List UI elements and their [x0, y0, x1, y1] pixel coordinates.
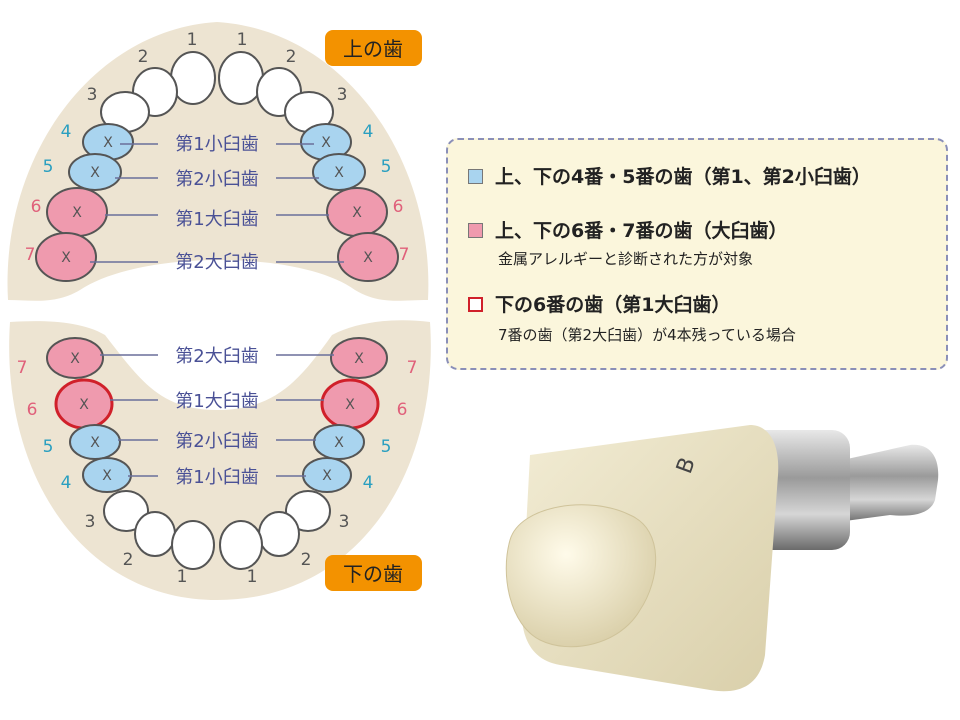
- tooth-number: 7: [25, 245, 36, 265]
- legend-note: 7番の歯（第2大臼歯）が4本残っている場合: [498, 326, 796, 344]
- tooth-number: 5: [43, 437, 54, 457]
- cusp-mark: X: [334, 435, 344, 451]
- tooth-number: 2: [123, 550, 134, 570]
- pink-square-icon: [468, 223, 483, 238]
- upper-tooth-5-left: [312, 153, 366, 191]
- upper-label-2nd-molar: 第2大臼歯: [175, 252, 258, 273]
- tooth-number: 3: [339, 512, 350, 532]
- cusp-mark: X: [345, 397, 355, 413]
- cusp-mark: X: [321, 135, 331, 151]
- tooth-number: 6: [27, 400, 38, 420]
- lower-label-1st-premolar: 第1小臼歯: [175, 467, 258, 488]
- cusp-mark: X: [334, 165, 344, 181]
- tooth-number: 6: [397, 400, 408, 420]
- cusp-mark: X: [90, 435, 100, 451]
- upper-label-2nd-premolar: 第2小臼歯: [175, 169, 258, 190]
- lower-tooth-1-left: [219, 520, 263, 570]
- tooth-number: 6: [31, 197, 42, 217]
- legend-title: 上、下の4番・5番の歯（第1、第2小臼歯）: [495, 166, 871, 188]
- upper-tooth-7-right: [35, 232, 97, 282]
- upper-tooth-5-right: [68, 153, 122, 191]
- blue-square-icon: [468, 169, 483, 184]
- tooth-number: 3: [85, 512, 96, 532]
- cusp-mark: X: [70, 351, 80, 367]
- tooth-number: 2: [301, 550, 312, 570]
- tooth-number: 4: [363, 473, 374, 493]
- cusp-mark: X: [354, 351, 364, 367]
- tooth-number: 3: [337, 85, 348, 105]
- cusp-mark: X: [352, 205, 362, 221]
- tooth-number: 1: [237, 30, 248, 50]
- tooth-number: 3: [87, 85, 98, 105]
- upper-badge: [325, 30, 422, 66]
- cusp-mark: X: [72, 205, 82, 221]
- lower-label-2nd-molar: 第2大臼歯: [175, 346, 258, 367]
- lower-teeth: X X X X X X X X: [46, 337, 388, 570]
- legend-item-lower-first-molar: 下の6番の歯（第1大臼歯）: [468, 290, 730, 317]
- legend-item-premolar: 上、下の4番・5番の歯（第1、第2小臼歯）: [468, 162, 871, 189]
- tooth-number: 1: [187, 30, 198, 50]
- upper-label-1st-premolar: 第1小臼歯: [175, 134, 258, 155]
- lower-tooth-5-left: [313, 424, 365, 460]
- tooth-number: 1: [247, 567, 258, 587]
- cusp-mark: X: [90, 165, 100, 181]
- lower-tooth-4-right: [82, 457, 132, 493]
- tooth-number: 7: [407, 358, 418, 378]
- cusp-mark: X: [103, 135, 113, 151]
- lower-tooth-5-right: [69, 424, 121, 460]
- lower-tooth-7-right: [46, 337, 104, 379]
- lower-tooth-1-right: [171, 520, 215, 570]
- lower-label-1st-molar: 第1大臼歯: [175, 391, 258, 412]
- lower-tooth-4-left: [302, 457, 352, 493]
- tooth-number: 7: [17, 358, 28, 378]
- legend-box: 上、下の4番・5番の歯（第1、第2小臼歯） 上、下の6番・7番の歯（大臼歯） 金…: [446, 138, 948, 370]
- tooth-number: 2: [286, 47, 297, 67]
- tooth-number: 4: [61, 473, 72, 493]
- tooth-number: 4: [363, 122, 374, 142]
- red-outline-square-icon: [468, 297, 483, 312]
- upper-badge-text: 上の歯: [343, 37, 403, 61]
- lower-badge-text: 下の歯: [343, 562, 403, 586]
- lower-tooth-2-right: [134, 511, 176, 557]
- lower-badge: [325, 555, 422, 591]
- legend-title: 下の6番の歯（第1大臼歯）: [495, 294, 731, 316]
- tooth-number: 1: [177, 567, 188, 587]
- tooth-number: 4: [61, 122, 72, 142]
- legend-title: 上、下の6番・7番の歯（大臼歯）: [495, 220, 788, 242]
- tooth-number: 5: [43, 157, 54, 177]
- upper-tooth-7-left: [337, 232, 399, 282]
- lower-tooth-3-right: [103, 490, 149, 532]
- ceramic-crown-block-photo: B: [505, 425, 939, 692]
- upper-label-1st-molar: 第1大臼歯: [175, 209, 258, 230]
- legend-item-molar: 上、下の6番・7番の歯（大臼歯）: [468, 216, 787, 243]
- legend-note: 金属アレルギーと診断された方が対象: [498, 250, 754, 268]
- cusp-mark: X: [102, 468, 112, 484]
- tooth-number: 6: [393, 197, 404, 217]
- tooth-number: 7: [399, 245, 410, 265]
- tooth-number: 5: [381, 157, 392, 177]
- lower-tooth-3-left: [285, 490, 331, 532]
- cusp-mark: X: [322, 468, 332, 484]
- cusp-mark: X: [79, 397, 89, 413]
- upper-arch-background: [7, 22, 429, 301]
- tooth-number: 5: [381, 437, 392, 457]
- cusp-mark: X: [363, 250, 373, 266]
- lower-label-2nd-premolar: 第2小臼歯: [175, 431, 258, 452]
- cusp-mark: X: [61, 250, 71, 266]
- lower-tooth-2-left: [258, 511, 300, 557]
- lower-tooth-7-left: [330, 337, 388, 379]
- tooth-number: 2: [138, 47, 149, 67]
